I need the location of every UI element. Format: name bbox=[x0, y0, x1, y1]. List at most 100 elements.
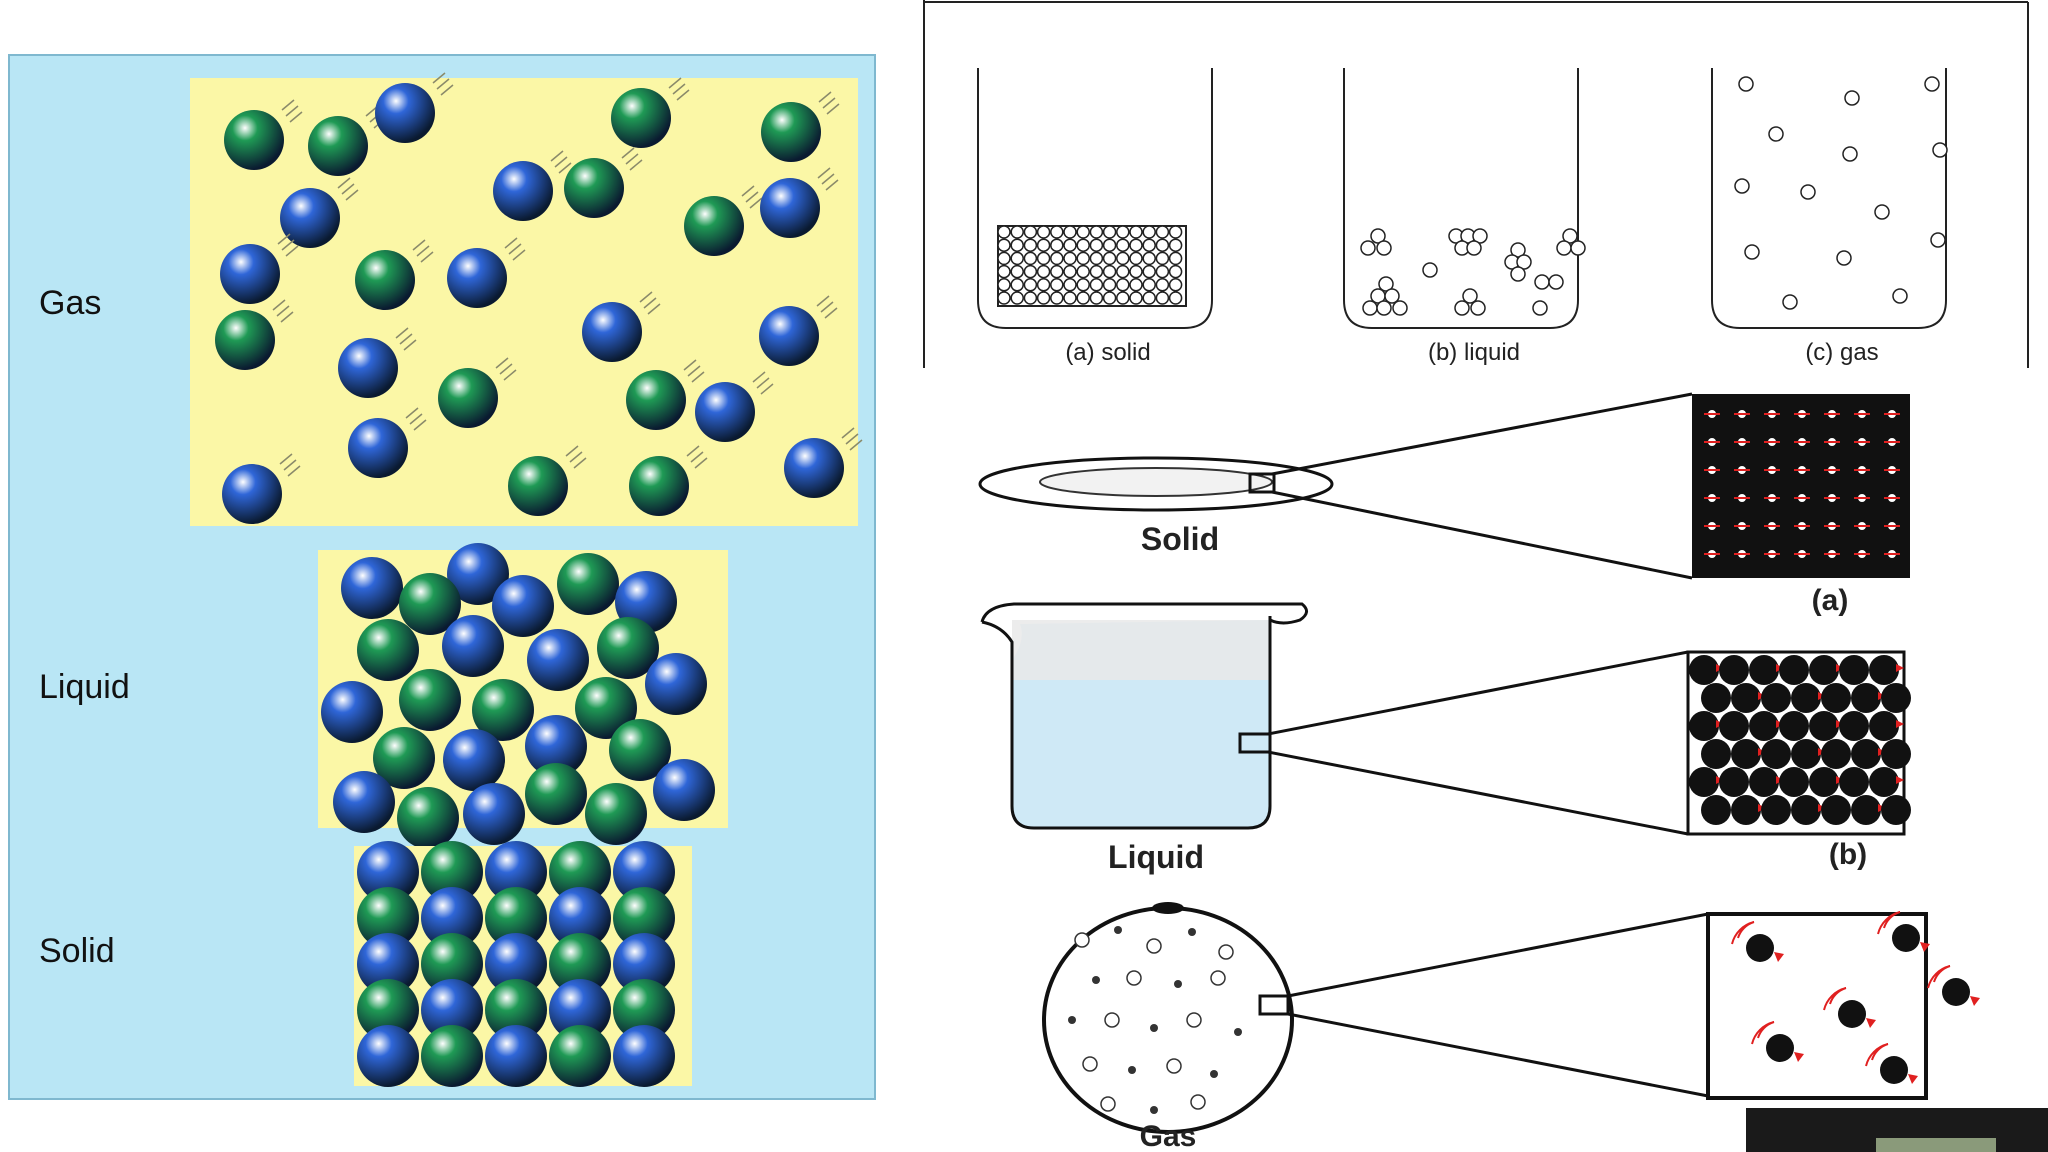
tube-gas-particle bbox=[1738, 76, 1754, 92]
motion-line bbox=[554, 156, 568, 168]
tube-solid-particle bbox=[1010, 225, 1024, 239]
tube-solid-particle bbox=[1063, 264, 1077, 279]
balloon-particle bbox=[1218, 944, 1234, 960]
tube-solid-particle bbox=[1155, 264, 1170, 279]
motion-line bbox=[508, 243, 522, 255]
motion-line bbox=[676, 89, 690, 101]
solid-closeup bbox=[1692, 394, 1910, 578]
tube-gas-particle bbox=[1924, 76, 1940, 92]
solid-particle bbox=[421, 841, 483, 903]
motion-line bbox=[621, 147, 635, 159]
liquid-closeup-particle bbox=[1689, 767, 1719, 797]
tube-solid-particle bbox=[1102, 264, 1117, 279]
gas-particle bbox=[280, 188, 340, 248]
test-tube-diagram: (a) solid (b) liquid (c) gas bbox=[922, 0, 2030, 380]
liquid-particle bbox=[597, 617, 659, 679]
motion-line bbox=[687, 365, 701, 377]
balloon-particle bbox=[1188, 928, 1196, 936]
gas-closeup-particle bbox=[1892, 924, 1920, 952]
tube-liquid-particle bbox=[1470, 300, 1486, 316]
balloon-particle bbox=[1150, 1024, 1158, 1032]
liquid-closeup-particle bbox=[1779, 767, 1809, 797]
motion-line bbox=[495, 357, 509, 369]
tube-solid-particle bbox=[1155, 251, 1170, 266]
motion-arc bbox=[1731, 921, 1755, 945]
tube-solid-particles bbox=[997, 225, 1187, 307]
tube-solid-particle bbox=[1050, 225, 1064, 239]
solid-particle bbox=[485, 887, 547, 949]
liquid-closeup-particle bbox=[1809, 655, 1839, 685]
gas-particle bbox=[493, 161, 553, 221]
tube-solid-particle bbox=[1036, 291, 1051, 305]
liquid-closeup-particle bbox=[1851, 683, 1881, 713]
liquid-closeup-particle bbox=[1731, 795, 1761, 825]
tube-solid-particle bbox=[1010, 238, 1024, 252]
tube-liquid-particle bbox=[1510, 266, 1526, 282]
tube-solid-particle bbox=[1129, 278, 1143, 292]
solid-particle bbox=[421, 933, 483, 995]
liquid-closeup-particle bbox=[1809, 767, 1839, 797]
balloon-particle bbox=[1166, 1058, 1182, 1074]
motion-line bbox=[643, 297, 657, 309]
tube-solid-particle bbox=[1023, 251, 1038, 266]
liquid-particle bbox=[443, 729, 505, 791]
tube-liquid-particle bbox=[1570, 240, 1586, 256]
tube-solid-particle bbox=[1050, 251, 1064, 266]
tube-solid bbox=[977, 68, 1213, 329]
motion-line bbox=[573, 457, 587, 469]
motion-line bbox=[420, 251, 434, 263]
balloon-particle bbox=[1210, 970, 1226, 986]
tube-solid-particle bbox=[1036, 251, 1051, 266]
tube-solid-particle bbox=[1168, 264, 1183, 279]
tube-solid-particle bbox=[1063, 251, 1077, 266]
tube-liquid-particle bbox=[1392, 300, 1408, 316]
solid-particle bbox=[613, 979, 675, 1041]
liquid-particle bbox=[585, 783, 647, 845]
motion-arc bbox=[1927, 965, 1951, 989]
motion-line bbox=[413, 419, 427, 431]
motion-line bbox=[825, 179, 839, 191]
tube-liquid-particle bbox=[1472, 228, 1488, 244]
liquid-box bbox=[318, 543, 728, 849]
motion-line bbox=[337, 177, 351, 189]
gas-particle bbox=[759, 306, 819, 366]
tube-solid-particle bbox=[1076, 225, 1090, 239]
tube-liquid-particles bbox=[1360, 228, 1586, 316]
tube-liquid-particle bbox=[1376, 300, 1392, 316]
liquid-particle bbox=[333, 771, 395, 833]
motion-line bbox=[405, 407, 419, 419]
motion-line bbox=[629, 159, 643, 171]
tube-solid-particle bbox=[1168, 225, 1183, 239]
gas-particle bbox=[220, 244, 280, 304]
motion-line bbox=[436, 78, 450, 90]
video-thumbnail[interactable] bbox=[1746, 1108, 2048, 1152]
tube-liquid-particle bbox=[1454, 300, 1470, 316]
tube-gas-particle bbox=[1842, 146, 1858, 162]
gas-particle bbox=[224, 110, 284, 170]
tube-liquid-particle bbox=[1370, 228, 1386, 244]
tube-solid-particle bbox=[997, 225, 1011, 239]
gas-particle bbox=[508, 456, 568, 516]
liquid-particle bbox=[399, 573, 461, 635]
solid-particle bbox=[549, 933, 611, 995]
balloon-particle bbox=[1114, 926, 1122, 934]
liquid-label: Liquid bbox=[39, 668, 130, 706]
tube-gas-particles bbox=[1734, 76, 1948, 310]
gas-particle bbox=[760, 178, 820, 238]
tube-liquid-particle bbox=[1534, 274, 1550, 290]
tube-solid-particle bbox=[1089, 278, 1104, 292]
tube-solid-particle bbox=[1142, 264, 1156, 279]
motion-line bbox=[285, 105, 299, 117]
tube-solid-particle bbox=[1050, 278, 1064, 292]
gas-closeup-particle bbox=[1746, 934, 1774, 962]
motion-line bbox=[281, 99, 295, 111]
tube-liquid-particle bbox=[1462, 288, 1478, 304]
motion-line bbox=[752, 371, 766, 383]
gas-particle bbox=[629, 456, 689, 516]
liquid-particle bbox=[653, 759, 715, 821]
tube-liquid-particle bbox=[1422, 262, 1438, 278]
solid-particle bbox=[549, 841, 611, 903]
tube-gas-particle bbox=[1744, 244, 1760, 260]
motion-line bbox=[691, 371, 705, 383]
solid-particle bbox=[421, 887, 483, 949]
